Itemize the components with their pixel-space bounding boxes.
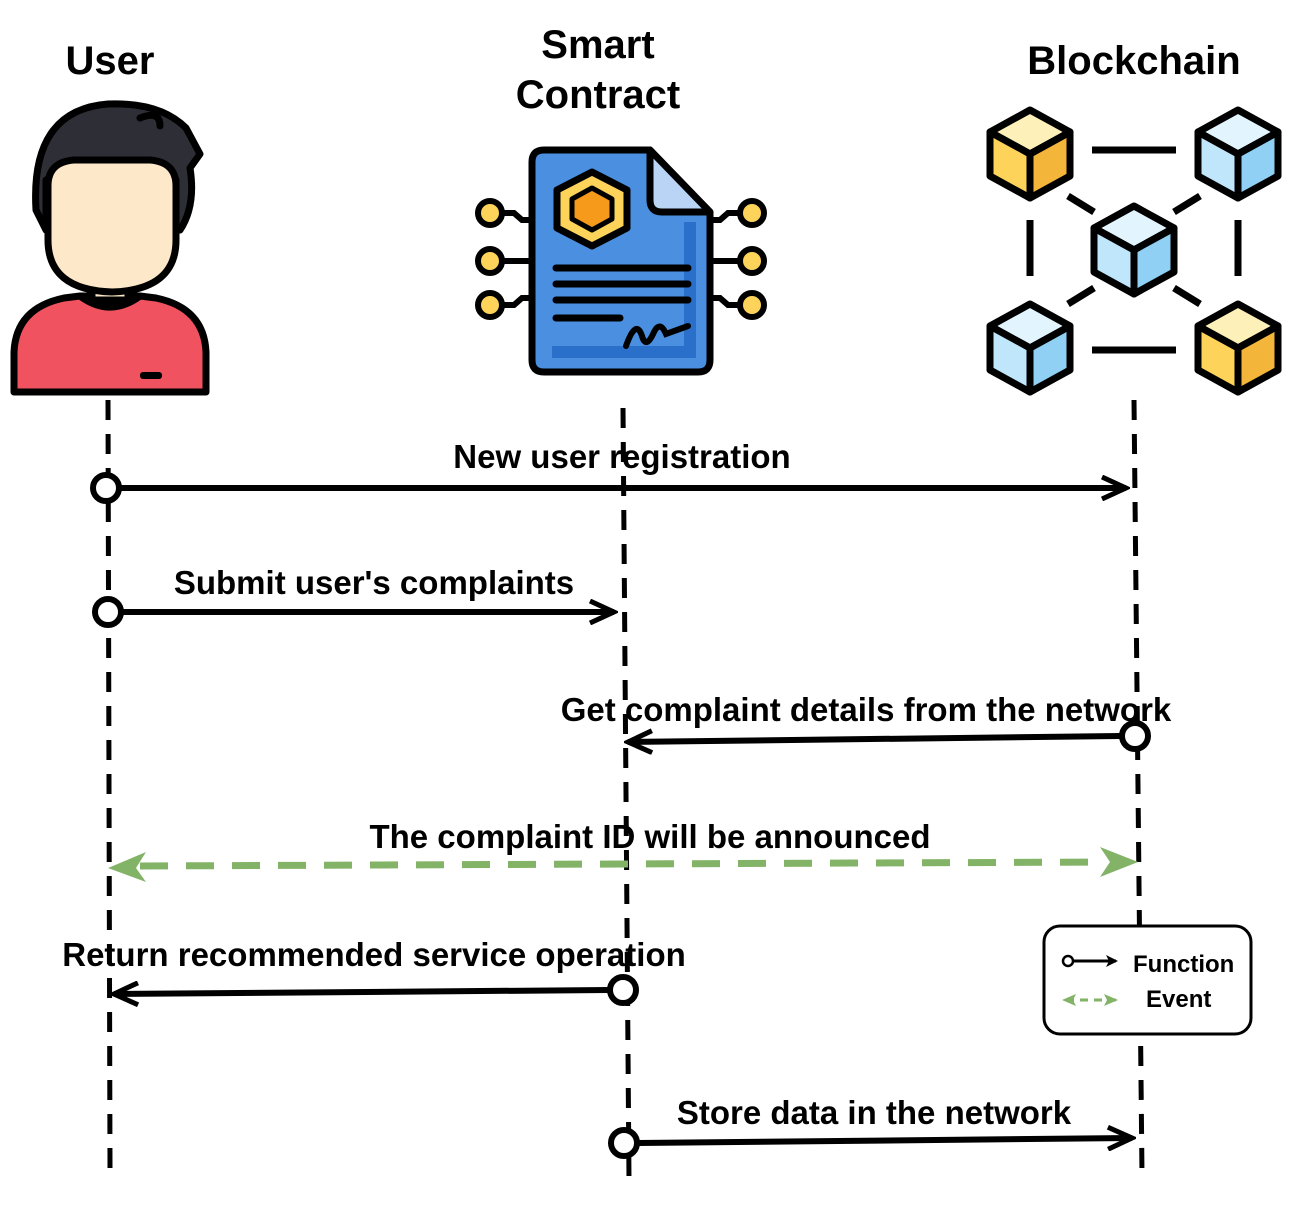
blockchain-network-icon — [986, 106, 1282, 396]
event-arrowhead-left — [108, 852, 146, 882]
message-label: New user registration — [453, 438, 790, 475]
smart-contract-title-line2: Contract — [516, 73, 680, 117]
block-cube-icon — [1194, 106, 1282, 202]
block-cube-icon — [1194, 300, 1282, 396]
blockchain-title: Blockchain — [1027, 39, 1240, 83]
message-new-user-registration: New user registration — [90, 438, 1126, 504]
user-avatar-icon — [10, 100, 210, 396]
legend-event-label: Event — [1146, 986, 1211, 1013]
message-arrow — [637, 1138, 1132, 1143]
message-store-data: Store data in the network — [608, 1094, 1132, 1159]
message-label: The complaint ID will be announced — [369, 818, 930, 855]
function-origin-circle — [607, 974, 639, 1006]
block-cube-icon — [1090, 202, 1178, 298]
block-cube-icon — [986, 106, 1074, 202]
message-arrow — [628, 736, 1121, 742]
legend-event-arrowhead-left — [1062, 994, 1076, 1006]
legend-function-label: Function — [1133, 951, 1234, 978]
user-title: User — [66, 39, 155, 83]
message-submit-complaints: Submit user's complaints — [92, 564, 614, 628]
legend: Function Event — [1042, 924, 1253, 1036]
event-complaint-id-announced: The complaint ID will be announced — [108, 818, 1138, 882]
smart-contract-document-icon — [475, 146, 767, 376]
function-origin-circle — [92, 596, 124, 628]
event-arrow — [139, 858, 1107, 870]
user-lifeline — [105, 399, 113, 1169]
smart-contract-lifeline — [620, 407, 632, 1181]
blockchain-lifeline — [1131, 399, 1145, 1176]
legend-function-circle — [1061, 954, 1075, 968]
smart-contract-title-line1: Smart — [541, 23, 654, 67]
event-arrowhead-right — [1100, 847, 1138, 877]
block-cube-icon — [986, 300, 1074, 396]
function-origin-circle — [90, 472, 122, 504]
function-origin-circle — [608, 1127, 640, 1159]
legend-box — [1042, 924, 1253, 1036]
message-label: Get complaint details from the network — [561, 691, 1172, 728]
function-origin-circle — [1119, 720, 1151, 752]
message-return-service-operation: Return recommended service operation — [62, 936, 686, 1003]
message-label: Return recommended service operation — [62, 936, 686, 973]
message-get-complaint-details: Get complaint details from the network — [561, 691, 1172, 749]
message-label: Submit user's complaints — [174, 564, 574, 601]
message-label: Store data in the network — [677, 1094, 1072, 1131]
message-arrow — [114, 990, 610, 994]
